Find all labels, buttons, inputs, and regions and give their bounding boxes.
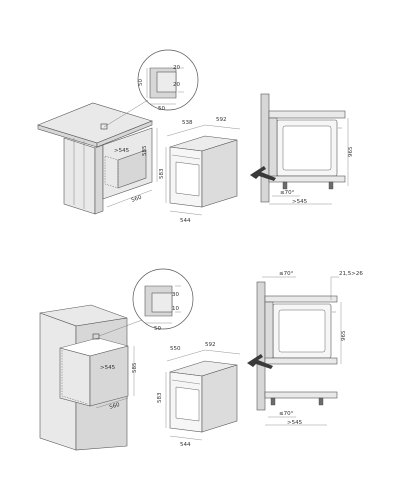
top-opening-depth-label: >545 [114,148,130,154]
top-detail-gap-b-label: 20 [173,82,180,88]
bottom-side-height-label: 965 [341,330,347,341]
bottom-detail-gap-a-label: 30 [172,292,179,298]
top-side-angle-label: ≤70° [280,190,295,196]
bottom-opening-height-label: 585 [132,362,138,373]
bottom-side-section [247,276,342,426]
top-opening-height-label: 585 [142,145,148,156]
top-side-height-label: 965 [348,146,354,157]
bottom-oven [165,349,241,441]
top-detail-magnifier [100,49,199,130]
bottom-detail-gap-b-label: 10 [172,306,179,312]
top-oven-width-label: 592 [216,117,227,123]
bottom-installation-set: >545 585 560 50 30 10 550 59 [39,268,363,451]
top-side-section [250,93,349,205]
top-cabinet [37,102,158,215]
bottom-oven-lower-width-label: 544 [180,442,191,448]
top-oven-lower-width-label: 544 [180,218,191,224]
top-detail-width-label: 50 [158,106,165,112]
bottom-oven-depth-label: 550 [170,346,181,352]
top-cabinet-depth-label: 560 [131,194,143,203]
bottom-side-top-gap-label: 21,5>26 [339,271,363,277]
bottom-cabinet [39,304,135,451]
bottom-side-angle-label: ≤70° [279,411,294,417]
top-oven-height-label: 583 [159,168,165,179]
top-detail-height-label: 50 [138,79,144,86]
bottom-oven-width-label: 592 [205,342,216,348]
top-installation-set: >545 585 560 50 50 20 20 [37,49,354,224]
top-oven [165,124,241,216]
bottom-cabinet-depth-label: 560 [109,402,121,411]
top-oven-depth-label: 538 [182,120,193,126]
bottom-detail-width-label: 50 [154,326,161,332]
bottom-oven-height-label: 583 [157,392,163,403]
top-detail-gap-a-label: 20 [173,65,180,71]
bottom-side-top-angle-label: ≤70° [279,271,294,277]
bottom-detail-magnifier [98,268,194,337]
top-side-depth-label: >545 [292,199,308,205]
bottom-opening-depth-label: >545 [100,365,116,371]
bottom-side-depth-label: >545 [287,420,303,426]
